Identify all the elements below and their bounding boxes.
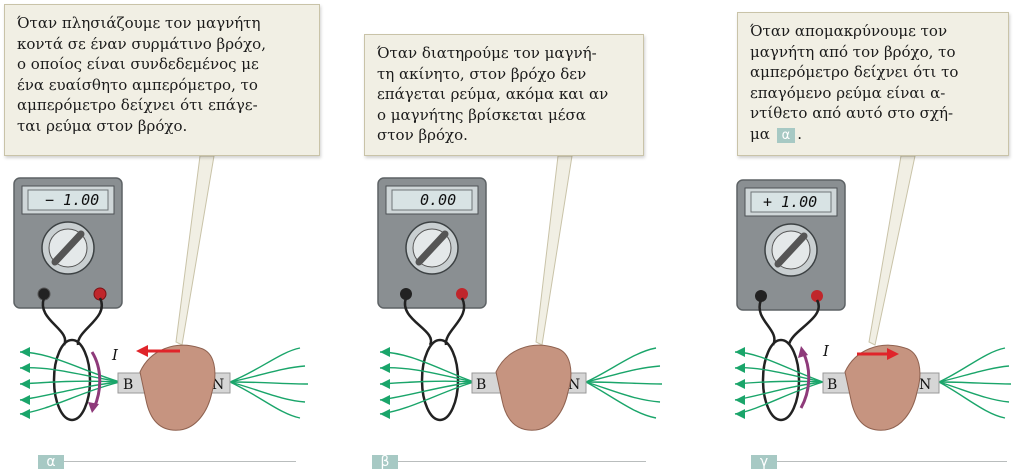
field-arrowheads bbox=[735, 347, 745, 419]
caption-alpha: Όταν πλησιάζουμε τον μαγνήτη κοντά σε έν… bbox=[4, 4, 320, 156]
field-arrowheads bbox=[380, 347, 390, 419]
field-arrowheads bbox=[20, 347, 30, 419]
current-label: I bbox=[822, 342, 830, 360]
callout-pointer bbox=[536, 156, 572, 345]
caption-line: μα α. bbox=[750, 124, 998, 145]
panel-beta: 0.00 B N Όταν διατηρούμε τον μαγνή- τη α… bbox=[350, 0, 670, 476]
caption-beta: Όταν διατηρούμε τον μαγνή- τη ακίνητο, σ… bbox=[364, 34, 644, 156]
hand bbox=[845, 345, 920, 430]
panel-gamma: + 1.00 B N I Όταν απομ bbox=[695, 0, 1015, 476]
caption-line: Όταν απομακρύνουμε τον bbox=[750, 21, 998, 42]
hand bbox=[496, 345, 571, 430]
callout-pointer bbox=[869, 156, 915, 345]
caption-last-prefix: μα bbox=[750, 125, 770, 143]
panel-label-alpha: α bbox=[38, 455, 64, 469]
meter-readout: 0.00 bbox=[420, 191, 456, 209]
caption-line: ο μαγνήτης βρίσκεται μέσα bbox=[377, 105, 633, 126]
caption-line: μαγνήτη από τον βρόχο, το bbox=[750, 42, 998, 63]
caption-line: αμπερόμετρο δείχνει ότι επάγε- bbox=[17, 95, 309, 116]
panel-label-gamma: γ bbox=[751, 455, 777, 469]
caption-line: ο οποίος είναι συνδεδεμένος με bbox=[17, 54, 309, 75]
magnet-south-pole: B bbox=[827, 377, 837, 393]
panel-divider bbox=[398, 461, 646, 462]
wire-loop bbox=[422, 340, 458, 420]
wire-loop bbox=[763, 340, 799, 420]
ammeter: 0.00 bbox=[378, 178, 486, 308]
motion-arrow bbox=[136, 345, 148, 357]
caption-line: Όταν διατηρούμε τον μαγνή- bbox=[377, 43, 633, 64]
hand bbox=[140, 345, 215, 430]
caption-gamma: Όταν απομακρύνουμε τον μαγνήτη από τον β… bbox=[737, 12, 1009, 156]
callout-pointer bbox=[176, 156, 214, 345]
caption-line: ένα ευαίσθητο αμπερόμετρο, το bbox=[17, 75, 309, 96]
current-label: I bbox=[111, 346, 119, 364]
magnet-south-pole: B bbox=[476, 377, 486, 393]
caption-line: ντίθετο από αυτό στο σχή- bbox=[750, 103, 998, 124]
caption-line: ται ρεύμα στον βρόχο. bbox=[17, 116, 309, 137]
panel-divider bbox=[64, 461, 296, 462]
caption-line: τη ακίνητο, στον βρόχο δεν bbox=[377, 64, 633, 85]
figure-ref-tag: α bbox=[777, 128, 796, 143]
wire-loop bbox=[54, 340, 90, 420]
caption-line: κοντά σε έναν συρμάτινο βρόχο, bbox=[17, 34, 309, 55]
panel-alpha: − 1.00 B N bbox=[0, 0, 320, 476]
caption-line: Όταν πλησιάζουμε τον μαγνήτη bbox=[17, 13, 309, 34]
ammeter: + 1.00 bbox=[737, 180, 845, 310]
magnet-south-pole: B bbox=[123, 377, 133, 393]
caption-line: αμπερόμετρο δείχνει ότι το bbox=[750, 62, 998, 83]
caption-last-suffix: . bbox=[797, 125, 802, 143]
caption-line: στον βρόχο. bbox=[377, 125, 633, 146]
ammeter: − 1.00 bbox=[14, 178, 122, 308]
magnet-north-pole: N bbox=[919, 377, 931, 393]
panel-label-beta: β bbox=[372, 455, 398, 469]
caption-line: επαγόμενο ρεύμα είναι α- bbox=[750, 83, 998, 104]
panel-divider bbox=[777, 461, 1007, 462]
current-arrow bbox=[798, 346, 808, 358]
meter-readout: − 1.00 bbox=[45, 191, 99, 209]
caption-line: επάγεται ρεύμα, ακόμα και αν bbox=[377, 84, 633, 105]
meter-readout: + 1.00 bbox=[763, 193, 817, 211]
